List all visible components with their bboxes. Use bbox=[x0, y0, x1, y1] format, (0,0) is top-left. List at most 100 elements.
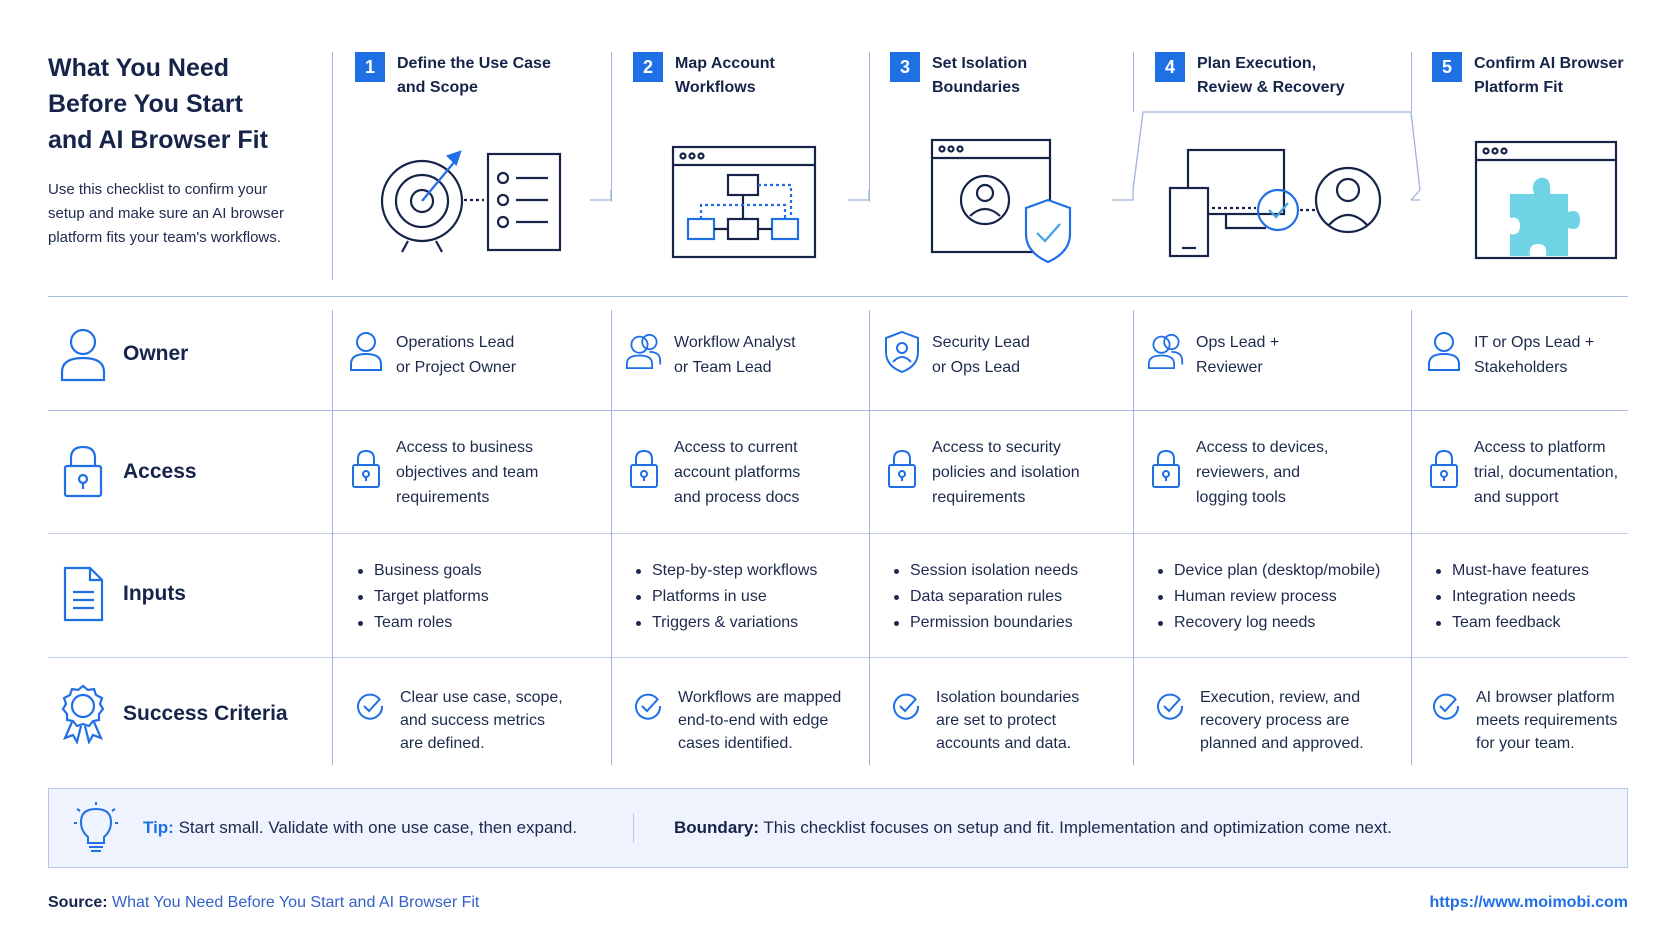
success-text-1: Clear use case, scope, and success metri… bbox=[400, 689, 563, 752]
access-text-1: Access to business objectives and team r… bbox=[396, 439, 539, 506]
boundary-body: This checklist focuses on setup and fit.… bbox=[763, 818, 1392, 837]
page-subtitle: Use this checklist to confirm your setup… bbox=[48, 178, 318, 250]
step-1-header: 1 Define the Use Case and Scope bbox=[355, 52, 551, 100]
list-item: Data separation rules bbox=[892, 584, 1078, 610]
access-cell-3: Access to security policies and isolatio… bbox=[884, 435, 1080, 510]
user-shield-window-icon bbox=[930, 138, 1072, 264]
row-title-owner: Owner bbox=[123, 342, 189, 365]
row-divider-col1 bbox=[332, 310, 333, 765]
list-item: Permission boundaries bbox=[892, 610, 1078, 636]
step-connectors bbox=[590, 111, 1421, 201]
tip-body: Start small. Validate with one use case,… bbox=[178, 818, 578, 837]
success-cell-1: Clear use case, scope, and success metri… bbox=[352, 686, 563, 755]
subtitle-line-1: Use this checklist to confirm your bbox=[48, 181, 268, 198]
owner-text-1: Operations Lead or Project Owner bbox=[396, 334, 517, 376]
row-title-success: Success Criteria bbox=[123, 702, 288, 725]
people-icon bbox=[626, 330, 662, 372]
access-text-2: Access to current account platforms and … bbox=[674, 439, 801, 506]
tip-text: Tip: Start small. Validate with one use … bbox=[143, 818, 623, 838]
people-icon bbox=[1148, 330, 1184, 372]
inputs-list-5: Must-have features Integration needs Tea… bbox=[1434, 558, 1589, 636]
source-line: Source: What You Need Before You Start a… bbox=[48, 894, 479, 912]
award-ribbon-icon bbox=[58, 684, 108, 744]
check-circle-icon bbox=[888, 686, 924, 720]
padlock-icon bbox=[1148, 435, 1184, 489]
source-text: What You Need Before You Start and AI Br… bbox=[112, 894, 480, 911]
access-text-4: Access to devices, reviewers, and loggin… bbox=[1196, 439, 1329, 506]
connector-3 bbox=[848, 190, 870, 201]
document-icon bbox=[58, 566, 108, 622]
tip-separator bbox=[633, 813, 634, 843]
row-label-access: Access bbox=[58, 444, 197, 500]
step-4-number: 4 bbox=[1155, 52, 1185, 82]
person-icon bbox=[1426, 330, 1462, 372]
owner-cell-3: Security Lead or Ops Lead bbox=[884, 330, 1030, 380]
list-item: Team feedback bbox=[1434, 610, 1589, 636]
access-cell-1: Access to business objectives and team r… bbox=[348, 435, 538, 510]
tip-label: Tip: bbox=[143, 818, 174, 837]
access-cell-5: Access to platform trial, documentation,… bbox=[1426, 435, 1618, 510]
intro: What You Need Before You Start and AI Br… bbox=[48, 50, 318, 250]
owner-text-5: IT or Ops Lead + Stakeholders bbox=[1474, 334, 1595, 376]
list-item: Device plan (desktop/mobile) bbox=[1156, 558, 1380, 584]
divider-owner bbox=[48, 410, 1628, 411]
title-line-2: Before You Start bbox=[48, 90, 243, 118]
row-label-owner: Owner bbox=[58, 326, 188, 382]
padlock-icon bbox=[348, 435, 384, 489]
step-2-number: 2 bbox=[633, 52, 663, 82]
boundary-text: Boundary: This checklist focuses on setu… bbox=[674, 818, 1392, 838]
success-cell-4: Execution, review, and recovery process … bbox=[1152, 686, 1364, 755]
step-3-number: 3 bbox=[890, 52, 920, 82]
column-divider-1 bbox=[332, 52, 333, 280]
title-line-1: What You Need bbox=[48, 54, 230, 82]
padlock-icon bbox=[626, 435, 662, 489]
divider-inputs bbox=[48, 657, 1628, 658]
workflow-diagram-icon bbox=[671, 145, 817, 259]
access-text-5: Access to platform trial, documentation,… bbox=[1474, 439, 1619, 506]
connector-4 bbox=[1112, 111, 1421, 201]
list-item: Session isolation needs bbox=[892, 558, 1078, 584]
row-label-inputs: Inputs bbox=[58, 566, 186, 622]
check-circle-icon bbox=[1152, 686, 1188, 720]
row-divider-col5 bbox=[1411, 310, 1412, 765]
list-item: Triggers & variations bbox=[634, 610, 817, 636]
person-icon bbox=[348, 330, 384, 372]
step-1-number: 1 bbox=[355, 52, 385, 82]
inputs-list-2: Step-by-step workflows Platforms in use … bbox=[634, 558, 817, 636]
success-cell-2: Workflows are mapped end-to-end with edg… bbox=[630, 686, 841, 755]
access-cell-2: Access to current account platforms and … bbox=[626, 435, 800, 510]
access-cell-4: Access to devices, reviewers, and loggin… bbox=[1148, 435, 1329, 510]
connector-2 bbox=[590, 190, 612, 201]
list-item: Business goals bbox=[356, 558, 489, 584]
owner-text-3: Security Lead or Ops Lead bbox=[932, 334, 1030, 376]
owner-cell-1: Operations Lead or Project Owner bbox=[348, 330, 516, 380]
success-text-3: Isolation boundaries are set to protect … bbox=[936, 689, 1080, 752]
column-divider-5 bbox=[1411, 52, 1412, 112]
row-label-success: Success Criteria bbox=[58, 684, 288, 744]
success-text-4: Execution, review, and recovery process … bbox=[1200, 689, 1364, 752]
owner-cell-5: IT or Ops Lead + Stakeholders bbox=[1426, 330, 1594, 380]
divider-header bbox=[48, 296, 1628, 297]
subtitle-line-2: setup and make sure an AI browser bbox=[48, 205, 284, 222]
source-url-link[interactable]: https://www.moimobi.com bbox=[1429, 894, 1628, 911]
owner-cell-2: Workflow Analyst or Team Lead bbox=[626, 330, 796, 380]
owner-text-4: Ops Lead + Reviewer bbox=[1196, 334, 1280, 376]
owner-text-2: Workflow Analyst or Team Lead bbox=[674, 334, 796, 376]
list-item: Target platforms bbox=[356, 584, 489, 610]
step-5-number: 5 bbox=[1432, 52, 1462, 82]
step-4-header: 4 Plan Execution, Review & Recovery bbox=[1155, 52, 1345, 100]
inputs-list-4: Device plan (desktop/mobile) Human revie… bbox=[1156, 558, 1380, 636]
title-line-3: and AI Browser Fit bbox=[48, 126, 268, 154]
tip-box: Tip: Start small. Validate with one use … bbox=[48, 788, 1628, 868]
list-item: Platforms in use bbox=[634, 584, 817, 610]
row-divider-col2 bbox=[611, 310, 612, 765]
puzzle-window-icon bbox=[1474, 140, 1618, 260]
row-divider-col3 bbox=[869, 310, 870, 765]
step-4-title: Plan Execution, Review & Recovery bbox=[1197, 55, 1345, 96]
page-title: What You Need Before You Start and AI Br… bbox=[48, 50, 318, 158]
boundary-label: Boundary: bbox=[674, 818, 759, 837]
check-circle-icon bbox=[352, 686, 388, 720]
list-item: Human review process bbox=[1156, 584, 1380, 610]
step-2-title: Map Account Workflows bbox=[675, 55, 775, 96]
column-divider-3 bbox=[869, 52, 870, 202]
